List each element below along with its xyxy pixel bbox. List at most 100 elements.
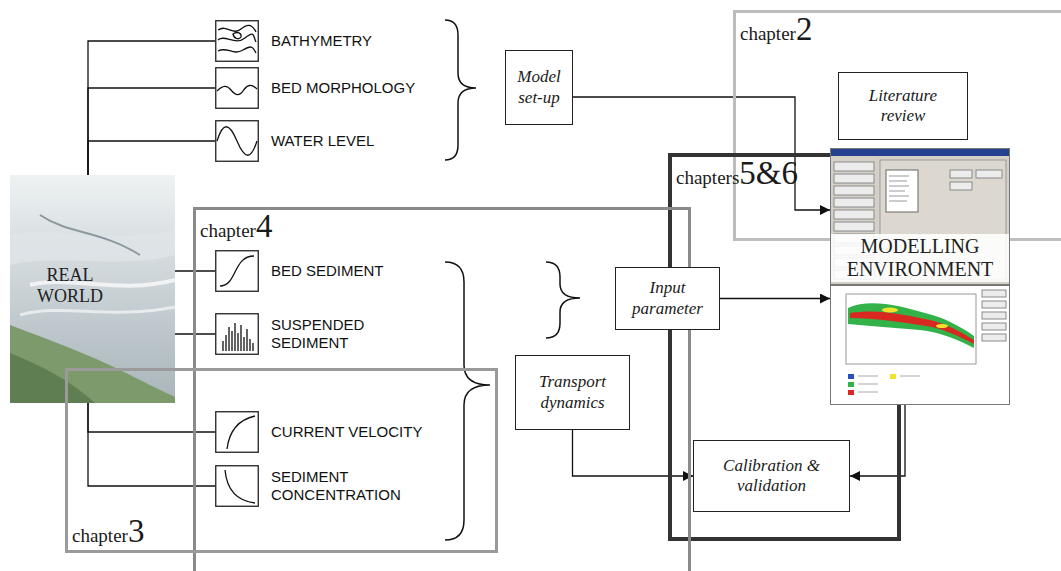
drawing-part [216,251,259,292]
drawing-part [858,376,920,392]
drawing-part [218,25,256,32]
caption-holder: REAL WORLD [22,265,118,306]
process-box: Model set-up [505,50,573,125]
drawing-part [220,256,254,286]
drawing-part [216,314,259,355]
box-label: Calibration & validation [706,456,837,497]
drawing-part [846,294,976,364]
drawing-part [831,149,1009,156]
chapter-region: chapter3 [65,368,498,553]
process-box: Input parameter [615,267,720,330]
drawing-part [834,210,874,219]
drawing-part [976,170,1002,178]
drawing-part [217,127,257,156]
icon-frame [215,20,259,62]
item-label: BED SEDIMENT [271,262,384,280]
drawing-part [848,390,854,395]
photo-title: REAL WORLD [25,265,115,306]
drawing-part [982,301,1006,308]
process-box: Transport dynamics [515,355,630,430]
drawing-part [834,198,874,207]
brace [445,20,476,160]
drawing-part [831,149,1010,285]
connector-line [88,41,215,175]
item-label: BED MORPHOLOGY [271,79,415,97]
chapter-word: chapter [740,23,796,44]
box-label: Input parameter [628,278,707,319]
water-level-item: WATER LEVEL [215,120,374,162]
drawing-part [982,323,1006,330]
item-label: BATHYMETRY [271,32,372,50]
drawing-part [834,174,874,183]
box-label: Transport dynamics [528,372,617,413]
box-label: Literature review [853,86,953,127]
connector-arrow [850,405,905,476]
connector-arrow [720,298,830,299]
connector-line [88,88,215,175]
drawing-part [215,120,259,162]
drawing-part [950,182,972,190]
drawing-part [216,466,259,507]
process-box: Literature review [838,72,968,140]
drawing-part [217,127,257,156]
chapter-number: 4 [256,208,273,244]
connector-arrow [573,430,694,476]
drawing-part [936,324,948,328]
chapter-label: chapters5&6 [676,157,798,190]
drawing-part [848,303,974,348]
drawing-part [223,323,253,351]
chapter-label: chapter3 [72,515,144,548]
drawing-part [216,21,259,62]
caption-holder: MODELLING ENVIRONMENT [830,234,1010,282]
drawing-part [982,290,1006,297]
drawing-part [216,68,259,109]
connector-line [88,141,215,175]
drawing-part [40,215,140,255]
drawing-part [10,353,95,403]
drawing-part [215,250,259,292]
sediment-concentration-item: SEDIMENT CONCENTRATION [215,465,421,507]
drawing-part [215,465,259,507]
drawing-part [848,374,854,379]
drawing-part [227,416,255,449]
drawing-part [225,470,255,503]
drawing-part [886,170,918,212]
item-label: SEDIMENT CONCENTRATION [271,468,421,504]
brace [546,262,580,338]
modelling-screenshot: MODELLING ENVIRONMENT [830,148,1010,405]
drawing-part [225,470,255,503]
drawing-part [223,323,253,351]
drawing-part [10,325,175,403]
icon-frame [215,120,259,162]
chapter-number: 5&6 [739,155,798,191]
chapter-number: 2 [796,11,813,47]
icon-frame [215,250,259,292]
drawing-part [834,186,874,195]
item-label: WATER LEVEL [271,132,374,150]
icon-frame [215,465,259,507]
braces [445,20,580,540]
drawing-part [20,307,175,315]
drawing-part [890,374,896,379]
environment-title: MODELLING ENVIRONMENT [831,234,1009,282]
chapter-word: chapter [72,525,128,546]
chapter-word: chapters [676,167,739,188]
drawing-part [216,121,259,162]
drawing-part [218,25,256,53]
icon-frame [215,411,259,453]
icon-frame [215,313,259,355]
drawing-part [889,176,909,201]
drawing-part [858,376,920,392]
drawing-part [850,311,974,344]
suspended-sediment-item: SUSPENDED SEDIMENT [215,313,421,355]
chapter-number: 3 [128,513,145,549]
drawing-part [215,67,259,109]
drawing-part [982,334,1006,341]
drawing-part [215,411,259,453]
chapter-label: chapter4 [200,210,272,243]
chapter-label: chapter2 [740,13,812,46]
brace [445,262,490,540]
drawing-part [220,256,254,286]
